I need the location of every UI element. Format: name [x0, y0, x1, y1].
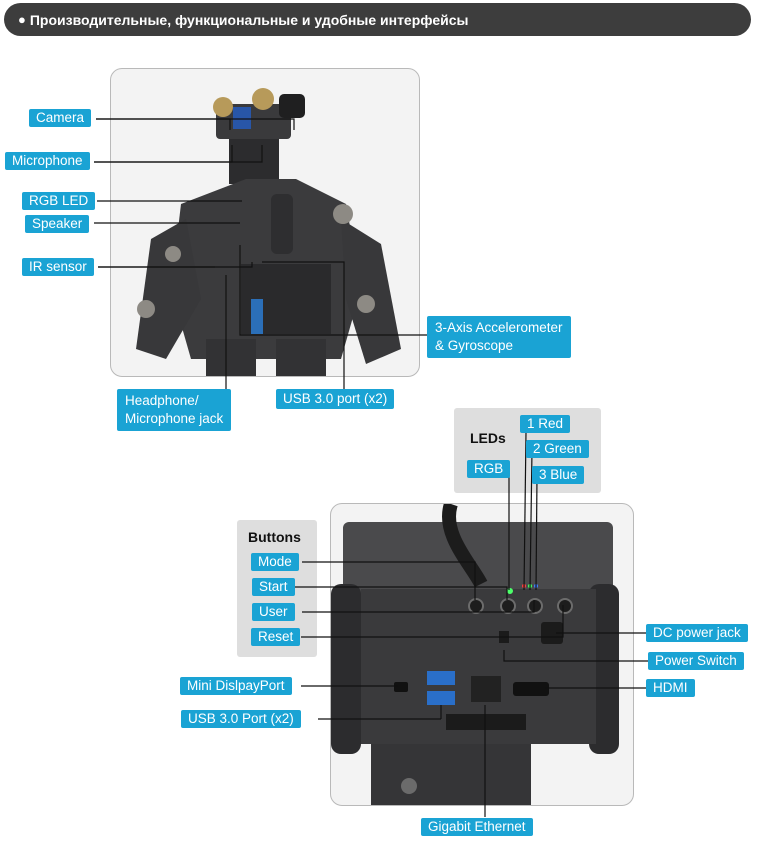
- label-rgb-led: RGB LED: [22, 192, 96, 210]
- label-usb-port-head: USB 3.0 port (x2): [276, 389, 395, 409]
- leds-title: LEDs: [470, 430, 506, 446]
- bullet-icon: ●: [18, 12, 26, 27]
- back-panel-illustration: [331, 504, 619, 805]
- label-button-user: User: [252, 603, 295, 621]
- label-accelerometer: 3-Axis Accelerometer & Gyroscope: [427, 316, 571, 358]
- label-hdmi: HDMI: [646, 679, 695, 697]
- label-button-start: Start: [252, 578, 295, 596]
- section-title: Производительные, функциональные и удобн…: [29, 11, 469, 28]
- label-microphone: Microphone: [5, 152, 90, 170]
- back-panel-photo: [330, 503, 634, 806]
- buttons-title: Buttons: [248, 529, 301, 545]
- label-led-blue: 3 Blue: [532, 466, 585, 484]
- label-led-green: 2 Green: [526, 440, 589, 458]
- label-camera: Camera: [29, 109, 92, 127]
- label-button-reset: Reset: [251, 628, 301, 646]
- label-gigabit-ethernet: Gigabit Ethernet: [421, 818, 533, 836]
- label-mini-displayport: Mini DislpayPort: [180, 677, 292, 695]
- label-dc-power-jack: DC power jack: [646, 624, 748, 642]
- label-usb-port-back: USB 3.0 Port (x2): [181, 710, 301, 728]
- label-led-red: 1 Red: [520, 415, 571, 433]
- label-led-rgb: RGB: [467, 460, 511, 478]
- label-ir-sensor: IR sensor: [22, 258, 94, 276]
- label-headphone-jack: Headphone/ Microphone jack: [117, 389, 232, 431]
- section-header: ● Производительные, функциональные и удо…: [4, 3, 751, 36]
- label-button-mode: Mode: [251, 553, 299, 571]
- label-speaker: Speaker: [25, 215, 90, 233]
- robot-illustration: [136, 88, 401, 376]
- label-power-switch: Power Switch: [648, 652, 744, 670]
